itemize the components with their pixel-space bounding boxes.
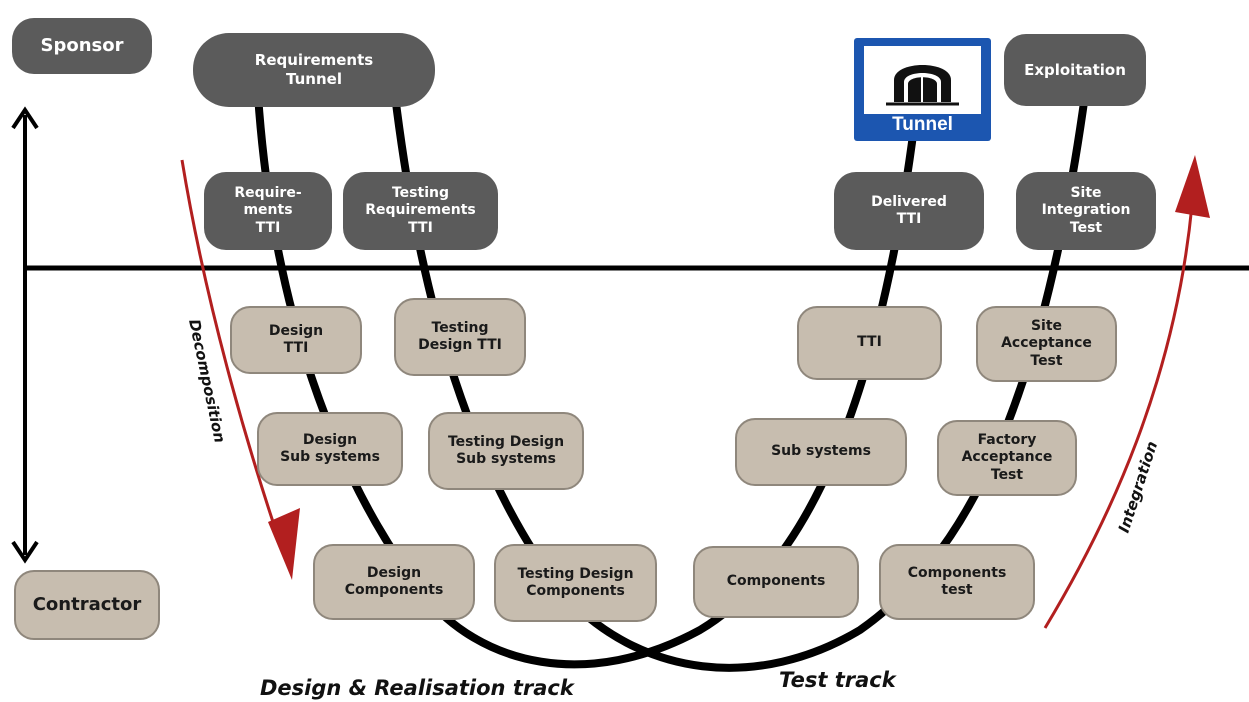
site-integration-test-node: Site Integration Test — [1016, 172, 1156, 250]
design-components-node: Design Components — [313, 544, 475, 620]
decomposition-arrowhead-icon — [268, 508, 300, 580]
test-track-label: Test track — [779, 668, 896, 692]
design-realisation-track-label: Design & Realisation track — [260, 676, 574, 700]
components-test-node: Components test — [879, 544, 1035, 620]
integration-arrowhead-icon — [1175, 155, 1210, 218]
contractor-box: Contractor — [14, 570, 160, 640]
sub-systems-node: Sub systems — [735, 418, 907, 486]
integration-arrow — [1043, 204, 1194, 629]
decomposition-arrow — [180, 159, 285, 553]
components-node: Components — [693, 546, 859, 618]
factory-acceptance-test-node: Factory Acceptance Test — [937, 420, 1077, 496]
tti-node: TTI — [797, 306, 942, 380]
exploitation-node: Exploitation — [1004, 34, 1146, 106]
testing-requirements-tti-node: Testing Requirements TTI — [343, 172, 498, 250]
down-arrowhead-icon — [11, 540, 39, 564]
tunnel-icon — [886, 65, 959, 106]
sponsor-box: Sponsor — [12, 18, 152, 74]
testing-design-sub-systems-node: Testing Design Sub systems — [428, 412, 584, 490]
requirements-tunnel-node: Requirements Tunnel — [193, 33, 435, 107]
tunnel-sign-label: Tunnel — [892, 114, 953, 135]
tunnel-sign-panel — [864, 46, 981, 114]
testing-design-components-node: Testing Design Components — [494, 544, 657, 622]
design-tti-node: Design TTI — [230, 306, 362, 374]
tunnel-sign: Tunnel — [854, 38, 991, 141]
requirements-tti-node: Require- ments TTI — [204, 172, 332, 250]
testing-design-tti-node: Testing Design TTI — [394, 298, 526, 376]
up-arrowhead-icon — [11, 106, 39, 130]
design-sub-systems-node: Design Sub systems — [257, 412, 403, 486]
site-acceptance-test-node: Site Acceptance Test — [976, 306, 1117, 382]
delivered-tti-node: Delivered TTI — [834, 172, 984, 250]
